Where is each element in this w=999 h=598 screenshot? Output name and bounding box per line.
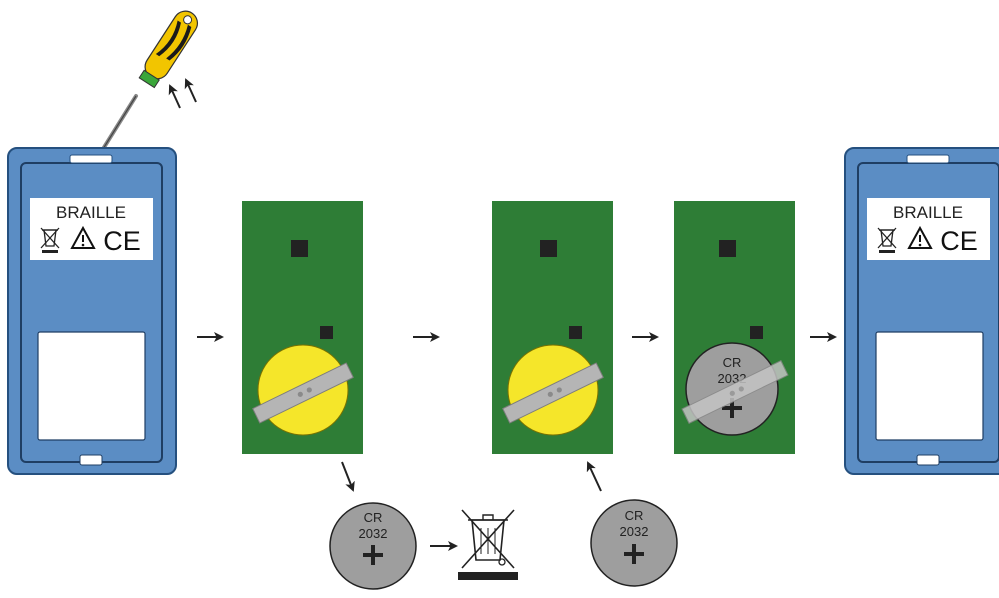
device-closed-left: BRAILLE CE [7, 147, 177, 475]
brand-label: BRAILLE [56, 203, 126, 222]
new-battery-cr2032: CR 2032 [590, 499, 678, 587]
remove-battery-arrow [341, 461, 355, 492]
insert-battery-arrow [586, 461, 602, 492]
recycle-bin-crossed-icon [458, 509, 518, 580]
device-closed-right: BRAILLE CE [844, 147, 999, 475]
weee-bin-icon [877, 227, 897, 253]
screwdriver-icon [91, 10, 199, 167]
installed-battery-label-cr: CR [723, 355, 742, 370]
old-battery-label-2032: 2032 [359, 526, 388, 541]
ce-mark: CE [103, 226, 141, 256]
circuit-board-empty-slot [492, 201, 613, 454]
old-battery-cr2032: CR 2032 [329, 502, 417, 590]
warning-triangle-icon [70, 225, 96, 249]
circuit-board-old-battery [242, 201, 363, 454]
warning-triangle-icon [907, 225, 933, 249]
old-battery-label-cr: CR [364, 510, 383, 525]
ce-mark-right: CE [940, 226, 978, 256]
pry-up-arrows [168, 78, 197, 109]
weee-bin-icon [40, 227, 60, 253]
new-battery-label-cr: CR [625, 508, 644, 523]
circuit-board-new-battery: CR 2032 [674, 201, 795, 454]
new-battery-label-2032: 2032 [620, 524, 649, 539]
brand-label-right: BRAILLE [893, 203, 963, 222]
